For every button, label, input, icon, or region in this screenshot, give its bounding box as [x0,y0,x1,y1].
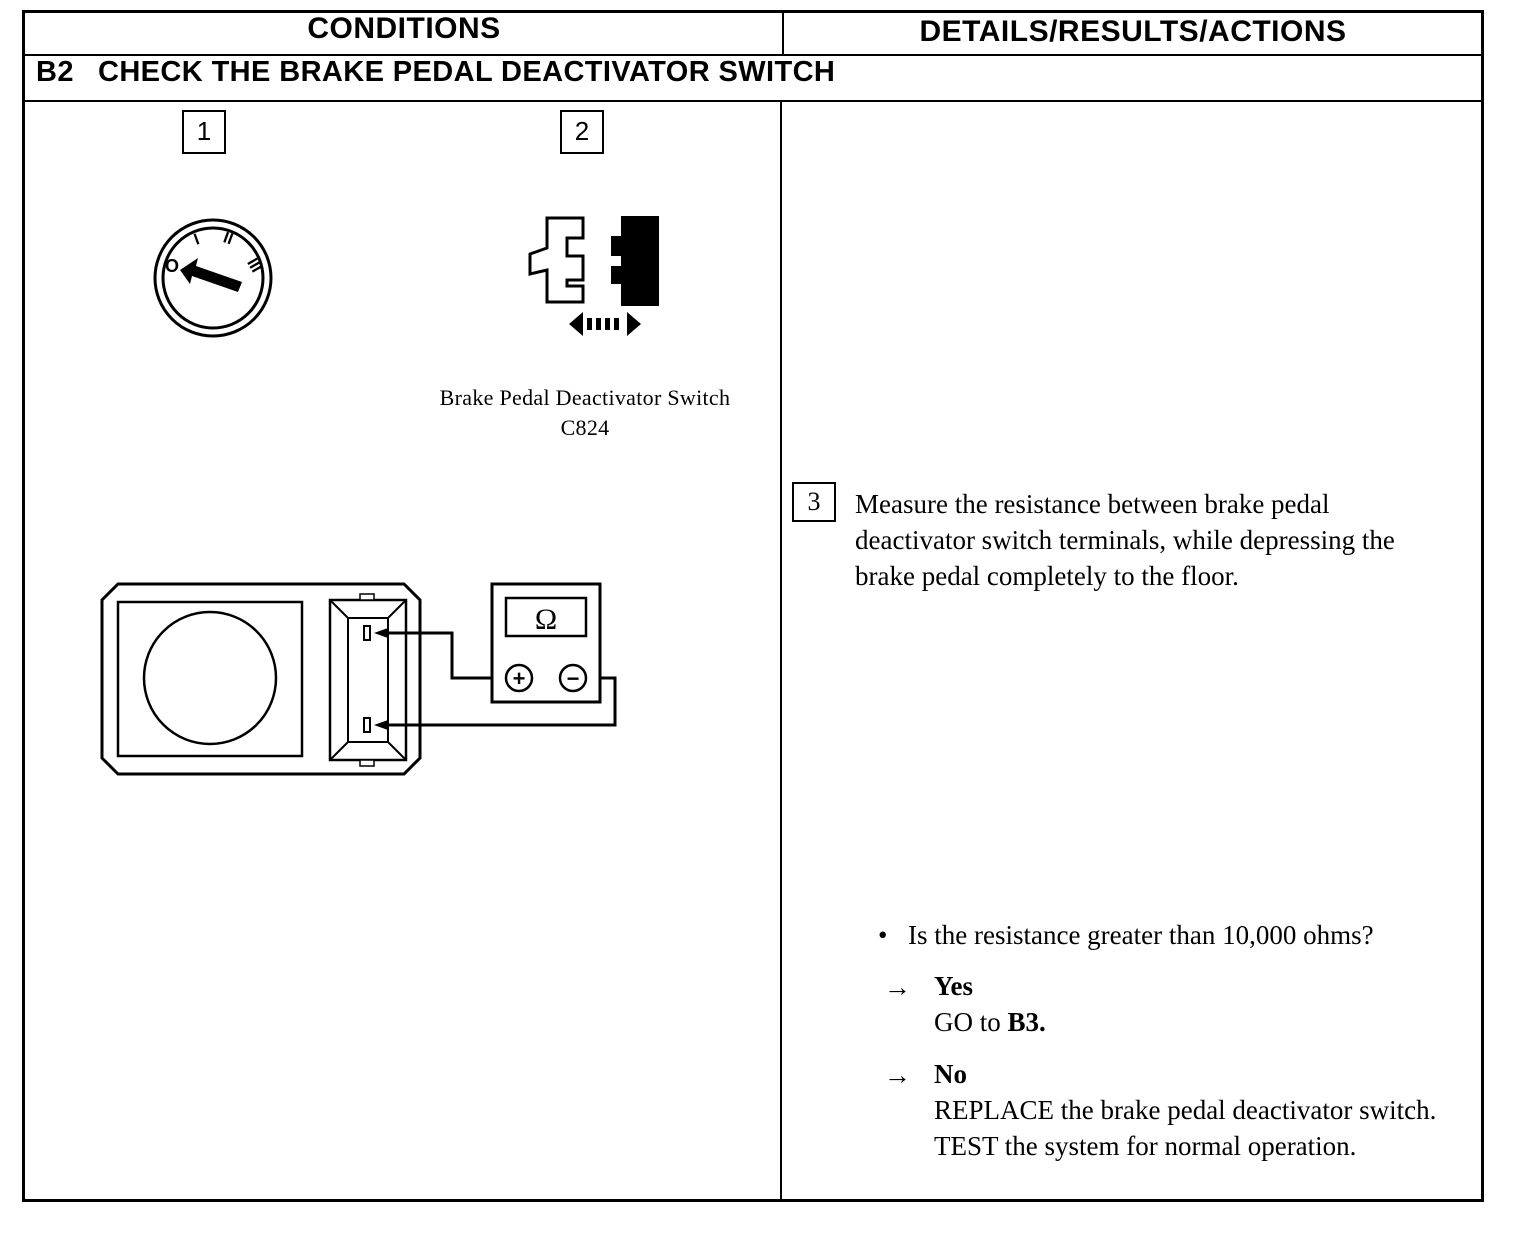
terminal-lower [363,717,371,733]
step-2-box: 2 [560,110,604,154]
terminal-upper [363,625,371,641]
caption-line-1: Brake Pedal Deactivator Switch [439,385,731,410]
position-o-label: O [165,256,179,276]
table-frame [22,10,1484,1202]
conditions-header: CONDITIONS [307,12,501,45]
connector-caption: Brake Pedal Deactivator Switch C824 [420,383,750,443]
section-title: B2 CHECK THE BRAKE PEDAL DEACTIVATOR SWIT… [36,56,835,89]
ignition-switch-icon: O I II III [153,218,273,338]
position-i-label: I [192,231,202,248]
ohmmeter-test-diagram: Ω + − [100,582,617,776]
step-1-box: 1 [182,110,226,154]
resistance-question: • Is the resistance greater than 10,000 o… [878,917,1374,953]
no-label: No [934,1059,967,1089]
yes-arrow-icon: → [884,972,911,1002]
plus-terminal-icon [504,663,534,693]
ohm-symbol: Ω [535,603,557,636]
yes-action-prefix: GO to [934,1007,1008,1037]
key-pointer-icon [180,258,242,292]
question-text: Is the resistance greater than 10,000 oh… [908,920,1374,950]
column-divider-top [782,10,784,56]
connector-disconnect-icon [528,216,659,336]
section-title-text: CHECK THE BRAKE PEDAL DEACTIVATOR SWITCH [98,56,836,88]
plus-symbol: + [513,666,526,691]
caption-line-2: C824 [560,415,610,440]
position-ii-label: II [221,229,235,248]
step-3-box: 3 [792,482,836,522]
yes-label: Yes [934,971,973,1001]
header-divider [25,54,1484,56]
section-divider [25,100,1484,102]
yes-action-target: B3. [1007,1007,1046,1037]
minus-symbol: − [567,666,580,691]
details-header: DETAILS/RESULTS/ACTIONS [919,15,1347,48]
step-3-instruction: Measure the resistance between brake ped… [855,489,1395,591]
switch-plunger-icon [142,610,278,746]
no-action: REPLACE the brake pedal deactivator swit… [934,1095,1437,1161]
section-code: B2 [36,56,74,88]
minus-terminal-icon [558,663,588,693]
yes-action: GO to B3. [934,1004,1454,1040]
column-divider [780,100,782,1202]
no-arrow-icon: → [884,1060,911,1090]
bullet-icon: • [878,920,888,950]
